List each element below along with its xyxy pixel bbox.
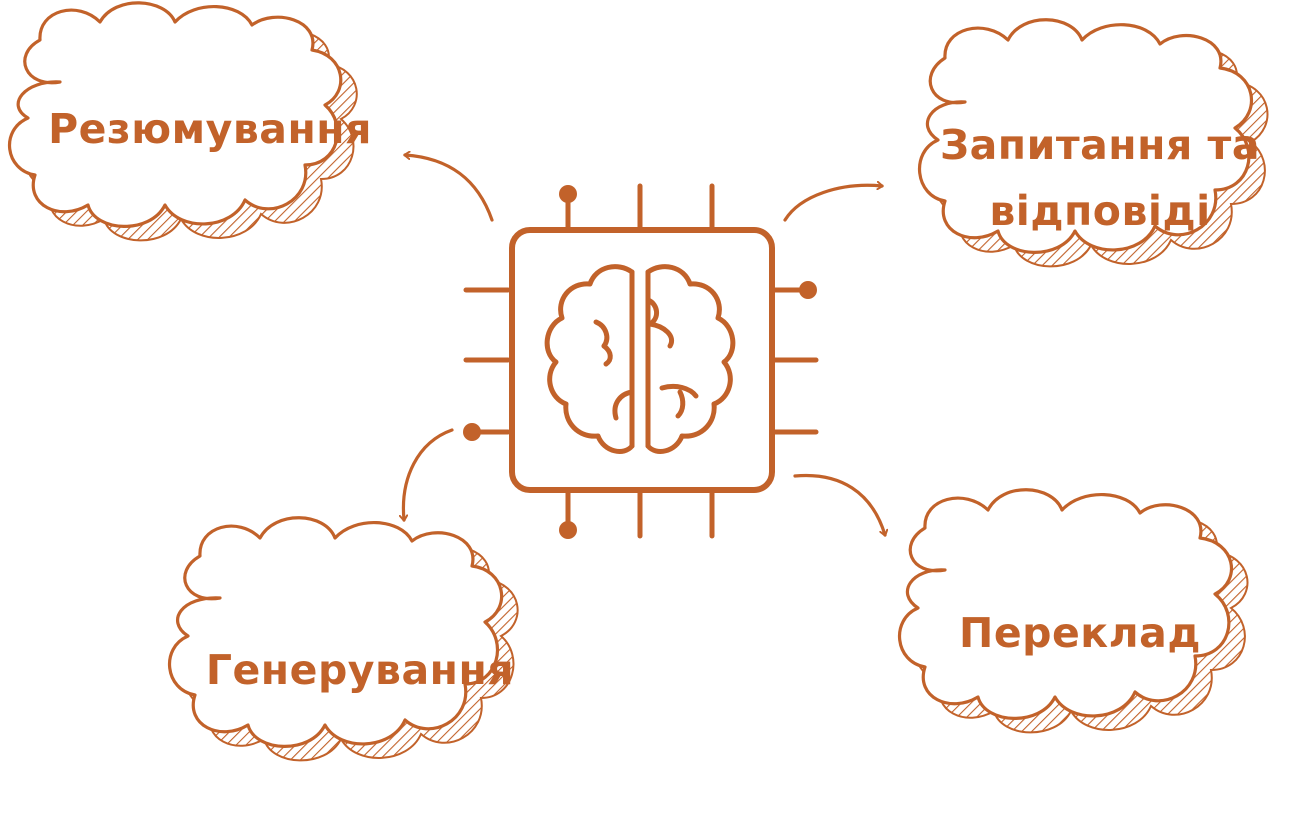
- node-summarization-label: Резюмування: [48, 105, 372, 153]
- cloud-summarization: [7, 1, 358, 242]
- node-qa-line2: відповіді: [989, 187, 1211, 235]
- cloud-generation: [167, 516, 519, 762]
- cloud-qa: [917, 18, 1269, 268]
- node-generation-label: Генерування: [205, 646, 515, 694]
- arrow-to-generation: [403, 428, 454, 520]
- connectors: [403, 155, 885, 535]
- cloud-translation: [897, 488, 1249, 734]
- arrow-to-summarization: [405, 155, 494, 222]
- arrow-to-qa: [783, 185, 882, 222]
- arrow-to-translation: [793, 473, 885, 535]
- node-translation-label: Переклад: [959, 609, 1201, 657]
- node-qa-label: Запитання та відповіді: [930, 112, 1270, 244]
- node-qa-line1: Запитання та: [940, 121, 1260, 169]
- ai-chip-brain-icon: [463, 183, 819, 539]
